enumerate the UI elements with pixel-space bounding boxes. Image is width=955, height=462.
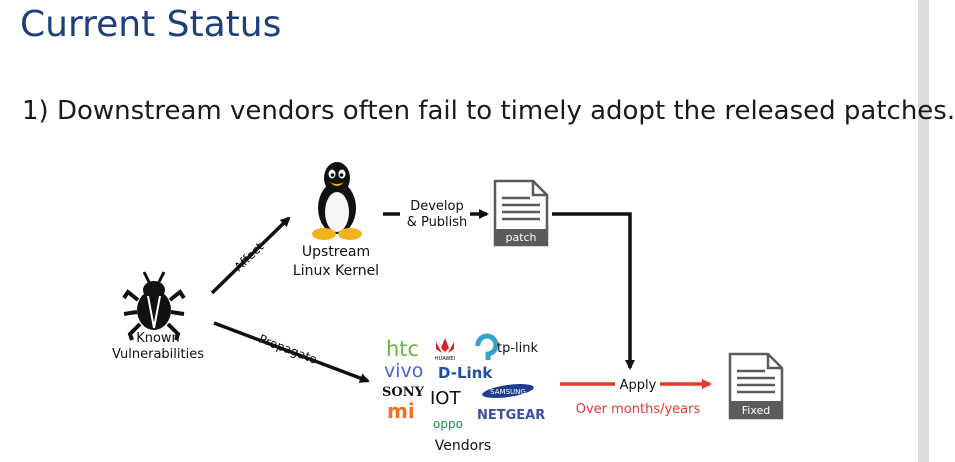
propagate-arrow [213,321,370,383]
propagate-label: Propagate [257,332,319,367]
slide-subtitle: 1) Downstream vendors often fail to time… [22,96,955,126]
htc-logo: htc [386,337,419,361]
apply-label: Apply [620,378,657,393]
patch-label: patch [505,231,536,244]
sony-logo: SONY [382,385,425,400]
apply-sublabel: Over months/years [576,402,701,417]
upstream-line2: Linux Kernel [293,263,379,279]
develop-label-line1: Develop [410,199,464,214]
slide-title: Current Status [20,4,282,45]
affect-label: Affect [231,239,266,274]
mi-logo: mi [387,399,415,423]
slide: Current Status 1) Downstream vendors oft… [20,0,955,462]
vulnerability-flow-diagram: Known Vulnerabilities Upstream Linux Ker… [112,162,784,454]
tplink-logo: tp-link [475,333,539,360]
affect-arrow [210,216,291,295]
fixed-document-icon [728,352,784,420]
patch-to-apply-arrow [552,212,635,370]
develop-label-line2: & Publish [407,215,468,230]
huawei-logo: HUAWEI [435,338,455,362]
samsung-logo-shape [482,384,534,398]
netgear-logo: NETGEAR [477,408,545,423]
svg-text:tp-link: tp-link [497,341,539,356]
bug-icon [122,271,186,341]
oppo-logo: oppo [433,417,463,431]
vivo-logo: vivo [384,360,423,382]
fixed-label: Fixed [742,404,771,417]
iot-logo: IOT [430,388,461,409]
vendor-logos: htc HUAWEI tp-link vivo D-Link SONY IOT … [382,333,545,431]
svg-text:HUAWEI: HUAWEI [435,356,455,362]
known-vulns-line1: Known [136,331,180,346]
known-vulns-line2: Vulnerabilities [112,347,204,362]
patch-document-icon [493,179,549,247]
tux-icon [312,162,362,240]
upstream-line1: Upstream [302,244,370,260]
vendors-label: Vendors [435,438,491,454]
dlink-logo: D-Link [438,364,493,382]
samsung-logo: SAMSUNG [490,388,526,396]
right-edge-strip [918,0,929,462]
